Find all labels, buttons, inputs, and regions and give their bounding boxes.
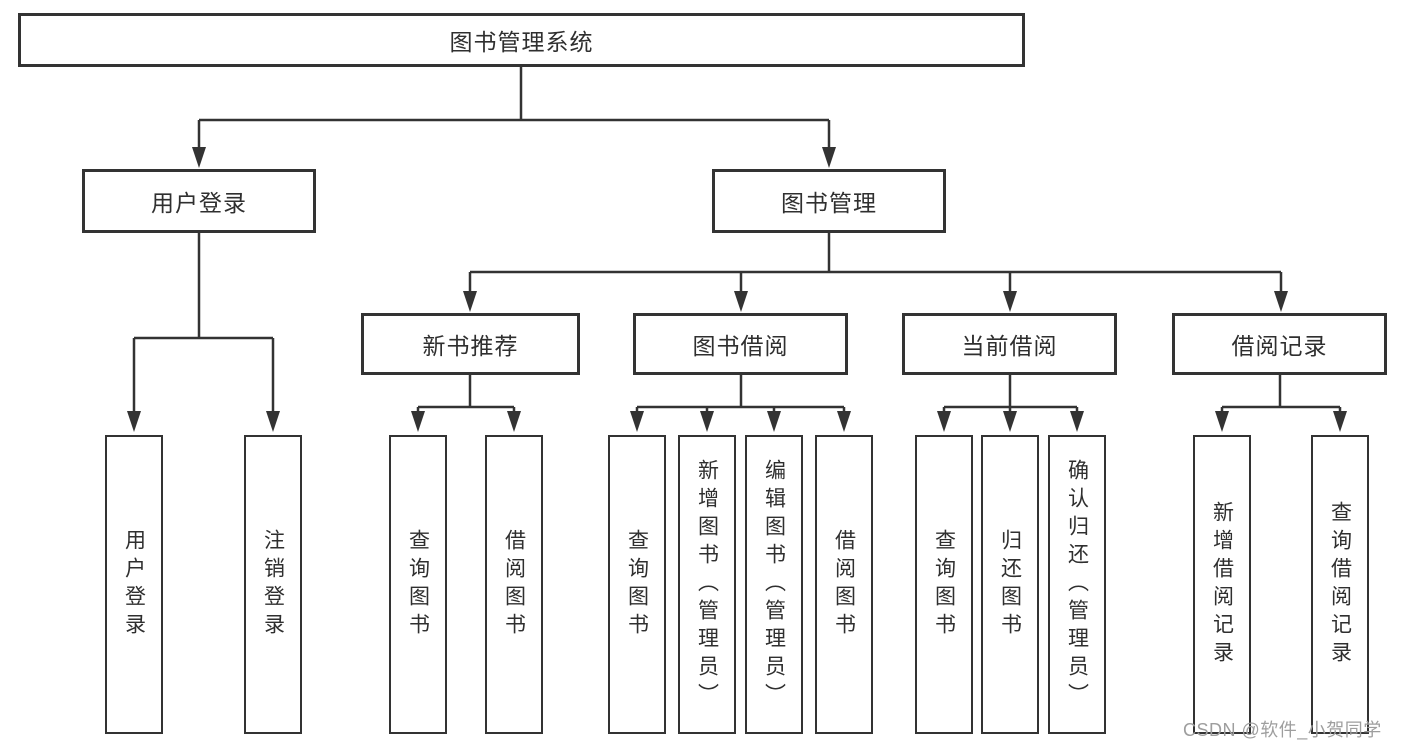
leaf-query-books-recommend-label: 查询图书 bbox=[406, 528, 430, 641]
node-root: 图书管理系统 bbox=[18, 13, 1025, 67]
node-new-book-recommend: 新书推荐 bbox=[361, 313, 580, 375]
node-book-management-label: 图书管理 bbox=[781, 190, 877, 216]
leaf-user-login: 用户登录 bbox=[105, 435, 163, 734]
leaf-confirm-return-admin: 确认归还（管理员） bbox=[1048, 435, 1106, 734]
leaf-borrow-books-recommend: 借阅图书 bbox=[485, 435, 543, 734]
node-current-borrow-label: 当前借阅 bbox=[961, 333, 1058, 359]
node-book-borrow: 图书借阅 bbox=[633, 313, 848, 375]
leaf-edit-books-admin: 编辑图书（管理员） bbox=[745, 435, 803, 734]
csdn-watermark: CSDN @软件_小贺同学 bbox=[1183, 720, 1382, 740]
leaf-add-borrow-record-label: 新增借阅记录 bbox=[1210, 500, 1234, 669]
leaf-return-books: 归还图书 bbox=[981, 435, 1039, 734]
leaf-add-books-admin: 新增图书（管理员） bbox=[678, 435, 736, 734]
leaf-logout: 注销登录 bbox=[244, 435, 302, 734]
node-borrow-record-label: 借阅记录 bbox=[1231, 333, 1328, 359]
leaf-query-borrow-record: 查询借阅记录 bbox=[1311, 435, 1369, 734]
arrowheads bbox=[127, 147, 1347, 432]
leaf-logout-label: 注销登录 bbox=[261, 528, 285, 641]
leaf-query-borrow-record-label: 查询借阅记录 bbox=[1328, 500, 1352, 669]
leaf-edit-books-admin-label: 编辑图书（管理员） bbox=[762, 458, 786, 711]
node-user-login-label: 用户登录 bbox=[151, 190, 247, 216]
leaf-confirm-return-admin-label: 确认归还（管理员） bbox=[1065, 458, 1089, 711]
leaf-query-books-recommend: 查询图书 bbox=[389, 435, 447, 734]
tree-edges bbox=[132, 67, 1342, 412]
leaf-borrow-books: 借阅图书 bbox=[815, 435, 873, 734]
leaf-user-login-label: 用户登录 bbox=[122, 528, 146, 641]
leaf-query-books-current: 查询图书 bbox=[915, 435, 973, 734]
node-book-borrow-label: 图书借阅 bbox=[692, 333, 789, 359]
leaf-add-borrow-record: 新增借阅记录 bbox=[1193, 435, 1251, 734]
leaf-borrow-books-label: 借阅图书 bbox=[832, 528, 856, 641]
node-new-book-recommend-label: 新书推荐 bbox=[422, 333, 519, 359]
leaf-query-books-current-label: 查询图书 bbox=[932, 528, 956, 641]
leaf-borrow-books-recommend-label: 借阅图书 bbox=[502, 528, 526, 641]
node-user-login: 用户登录 bbox=[82, 169, 316, 233]
node-borrow-record: 借阅记录 bbox=[1172, 313, 1387, 375]
leaf-query-books-borrow: 查询图书 bbox=[608, 435, 666, 734]
node-book-management: 图书管理 bbox=[712, 169, 946, 233]
leaf-query-books-borrow-label: 查询图书 bbox=[625, 528, 649, 641]
node-root-label: 图书管理系统 bbox=[449, 29, 594, 55]
leaf-return-books-label: 归还图书 bbox=[998, 528, 1022, 641]
leaf-add-books-admin-label: 新增图书（管理员） bbox=[695, 458, 719, 711]
node-current-borrow: 当前借阅 bbox=[902, 313, 1117, 375]
